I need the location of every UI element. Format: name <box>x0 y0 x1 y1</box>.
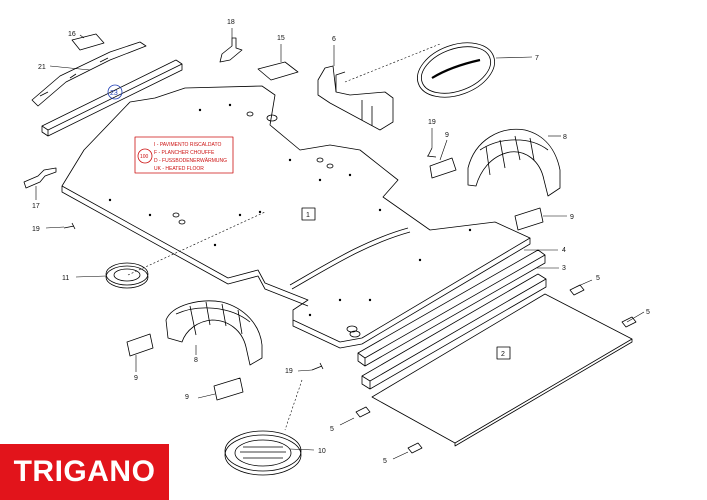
screw-part-19-a <box>426 147 437 158</box>
duct-part-21 <box>31 41 147 107</box>
callout-3: 3 <box>562 265 566 272</box>
emblem-part-7 <box>417 42 495 98</box>
rail-part-3 <box>361 273 547 390</box>
callout-23: 23 <box>110 90 118 97</box>
rail-part-4 <box>357 249 546 367</box>
fastener-part-5-d <box>407 442 423 454</box>
floor-panel-part-1 <box>61 85 531 349</box>
pad-part-15 <box>257 61 299 81</box>
callout-5-d: 5 <box>383 458 387 465</box>
callout-9-c: 9 <box>134 375 138 382</box>
wheel-arch-part-8-lower <box>165 300 263 366</box>
callout-9-b: 9 <box>570 214 574 221</box>
heated-floor-line-uk: UK - HEATED FLOOR <box>154 166 204 172</box>
fastener-part-5-c <box>355 406 371 418</box>
callout-8-b: 8 <box>194 357 198 364</box>
callout-7: 7 <box>535 55 539 62</box>
heated-floor-line-fr: F - PLANCHER CHOUFFE <box>154 150 215 156</box>
wheel-arch-part-8-upper <box>467 128 561 197</box>
callout-4: 4 <box>562 247 566 254</box>
callout-19-c: 19 <box>285 368 293 375</box>
clip-part-17 <box>23 167 57 189</box>
heated-floor-line-de: D - FUSSBODENERWÄRMUNG <box>154 157 227 164</box>
callout-19-b: 19 <box>32 226 40 233</box>
screw-part-19-b <box>63 222 76 230</box>
dashed-guides <box>127 43 441 431</box>
callout-2: 2 <box>501 351 505 358</box>
callout-23-ring <box>107 84 123 100</box>
channel-part-23 <box>41 59 183 137</box>
heated-floor-note-box <box>134 136 234 174</box>
bracket-part-9-d <box>213 377 244 401</box>
leader-lines <box>35 28 645 460</box>
lower-panel-part-2 <box>371 293 633 447</box>
callout-21: 21 <box>38 64 46 71</box>
callout-18: 18 <box>227 19 235 26</box>
heated-floor-badge: 100 <box>140 154 149 160</box>
callout-5-c: 5 <box>330 426 334 433</box>
callout-16: 16 <box>68 31 76 38</box>
callout-5-b: 5 <box>646 309 650 316</box>
bracket-part-9-a <box>429 157 457 179</box>
callout-9-d: 9 <box>185 394 189 401</box>
callout-6: 6 <box>332 36 336 43</box>
trigano-logo: TRIGANO <box>0 444 169 500</box>
callout-5-a: 5 <box>596 275 600 282</box>
screw-part-19-c <box>311 362 324 371</box>
callout-15: 15 <box>277 35 285 42</box>
callout-8-a: 8 <box>563 134 567 141</box>
round-grille-part-10 <box>224 430 302 476</box>
callout-9-a: 9 <box>445 132 449 139</box>
bracket-part-9-b <box>514 207 544 231</box>
callout-10: 10 <box>318 448 326 455</box>
fastener-part-5-b <box>621 316 637 328</box>
callout-11: 11 <box>62 275 69 282</box>
callout-1: 1 <box>306 212 310 219</box>
clip-part-18 <box>219 37 243 63</box>
heated-floor-line-it: I - PAVIMENTO RISCALDATO <box>154 142 221 148</box>
round-vent-part-11 <box>105 262 149 289</box>
cover-part-16 <box>71 33 105 51</box>
callout-17: 17 <box>32 203 40 210</box>
bracket-part-9-c <box>126 333 154 357</box>
callout-19-a: 19 <box>428 119 436 126</box>
bracket-part-6 <box>317 65 394 131</box>
